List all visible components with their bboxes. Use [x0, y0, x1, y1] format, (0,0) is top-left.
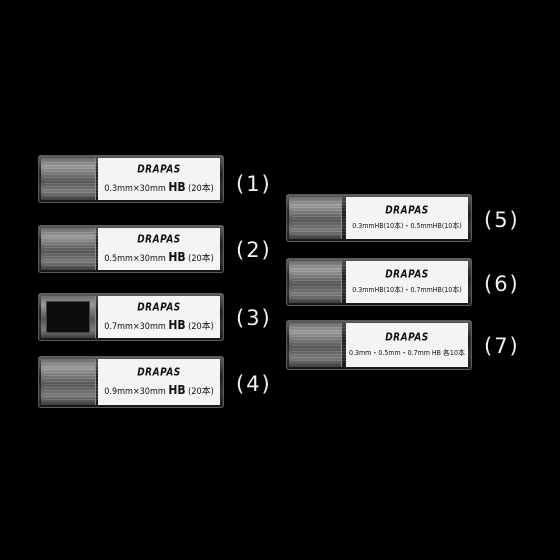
lead-case-1: DRAPAS 0.3mm×30mm HB (20本) — [38, 155, 224, 203]
spec-text: 0.5mm×30mm HB (20本) — [104, 249, 214, 264]
product-number-5: (5) — [484, 208, 520, 232]
case-cap — [41, 158, 96, 200]
spec-text: 0.3mmHB(10本)・0.5mmHB(10本) — [352, 221, 462, 230]
case-label: DRAPAS 0.5mm×30mm HB (20本) — [98, 228, 220, 270]
case-label: DRAPAS 0.3mm・0.5mm・0.7mm HB 各10本 — [346, 323, 468, 367]
lead-case-6: DRAPAS 0.3mmHB(10本)・0.7mmHB(10本) — [286, 258, 472, 306]
spec-text: 0.7mm×30mm HB (20本) — [104, 317, 214, 332]
brand-logo: DRAPAS — [137, 301, 181, 314]
product-number-6: (6) — [484, 272, 520, 296]
brand-logo: DRAPAS — [385, 204, 429, 217]
lead-case-3: DRAPAS 0.7mm×30mm HB (20本) — [38, 293, 224, 341]
spec-text: 0.3mm×30mm HB (20本) — [104, 179, 214, 194]
case-label: DRAPAS 0.7mm×30mm HB (20本) — [98, 296, 220, 338]
product-number-7: (7) — [484, 334, 520, 358]
lead-window — [46, 301, 90, 333]
brand-logo: DRAPAS — [385, 268, 429, 281]
brand-logo: DRAPAS — [137, 163, 181, 176]
lead-case-5: DRAPAS 0.3mmHB(10本)・0.5mmHB(10本) — [286, 194, 472, 242]
lead-case-7: DRAPAS 0.3mm・0.5mm・0.7mm HB 各10本 — [286, 320, 472, 370]
case-cap — [289, 197, 342, 239]
case-label: DRAPAS 0.3mmHB(10本)・0.5mmHB(10本) — [346, 197, 468, 239]
product-number-2: (2) — [236, 238, 272, 262]
spec-text: 0.9mm×30mm HB (20本) — [104, 382, 214, 397]
case-cap — [41, 228, 96, 270]
case-cap — [41, 359, 96, 405]
lead-case-4: DRAPAS 0.9mm×30mm HB (20本) — [38, 356, 224, 408]
brand-logo: DRAPAS — [137, 366, 181, 379]
case-label: DRAPAS 0.3mm×30mm HB (20本) — [98, 158, 220, 200]
case-cap — [289, 261, 342, 303]
case-label: DRAPAS 0.3mmHB(10本)・0.7mmHB(10本) — [346, 261, 468, 303]
case-cap — [289, 323, 342, 367]
spec-text: 0.3mm・0.5mm・0.7mm HB 各10本 — [349, 348, 465, 357]
case-label: DRAPAS 0.9mm×30mm HB (20本) — [98, 359, 220, 405]
brand-logo: DRAPAS — [137, 233, 181, 246]
product-number-3: (3) — [236, 306, 272, 330]
product-number-1: (1) — [236, 172, 272, 196]
spec-text: 0.3mmHB(10本)・0.7mmHB(10本) — [352, 285, 462, 294]
brand-logo: DRAPAS — [385, 331, 429, 344]
lead-case-2: DRAPAS 0.5mm×30mm HB (20本) — [38, 225, 224, 273]
product-number-4: (4) — [236, 372, 272, 396]
